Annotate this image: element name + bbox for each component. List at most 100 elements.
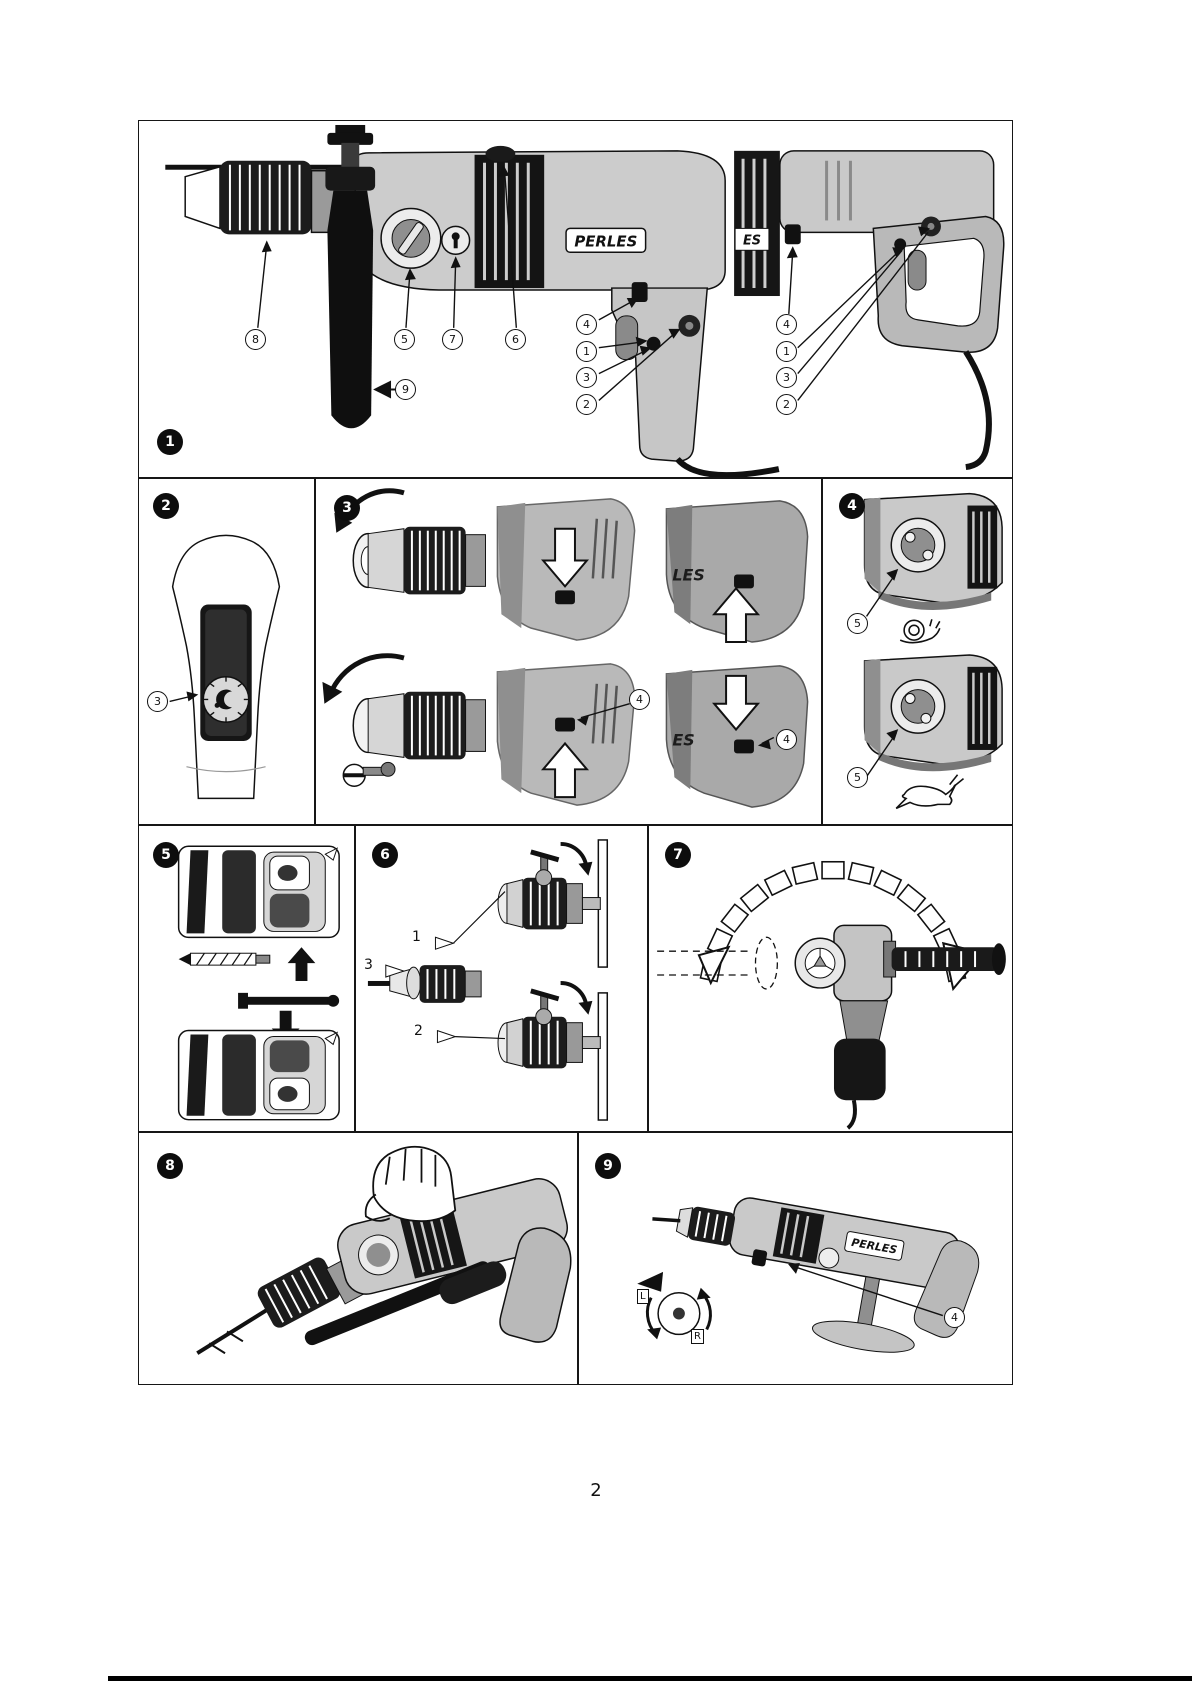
direction-arrow bbox=[637, 1271, 664, 1292]
figure-panel-4: 4 5 5 bbox=[822, 478, 1013, 825]
crescent-mark bbox=[216, 689, 232, 710]
figure-panel-3: LES ES 3 4 4 bbox=[315, 478, 822, 825]
drill-perspective-9: PERLES bbox=[652, 1197, 980, 1353]
callout-4a: 4 bbox=[576, 314, 597, 335]
step-label-1: 1 bbox=[412, 929, 421, 945]
selector-dial bbox=[202, 675, 250, 723]
hand-illustration bbox=[364, 1145, 457, 1223]
panel-8-illustration bbox=[196, 1145, 572, 1355]
callout-3b: 3 bbox=[776, 367, 797, 388]
callout-5a: 5 bbox=[847, 613, 868, 634]
direction-knob bbox=[637, 1271, 712, 1340]
panel-4-badge: 4 bbox=[839, 493, 865, 519]
clamp-view-top bbox=[177, 845, 340, 939]
panel-2-badge: 2 bbox=[153, 493, 179, 519]
step-label-3: 3 bbox=[364, 957, 373, 973]
figure-panel-7: 7 bbox=[648, 825, 1013, 1132]
chuck-key bbox=[342, 761, 396, 787]
drill-side-view-a: PERLES bbox=[165, 124, 780, 477]
direction-label-left: L bbox=[637, 1289, 649, 1304]
panel-3-illustration: LES ES bbox=[322, 488, 809, 808]
rabbit-icon bbox=[895, 774, 965, 810]
callout-4b: 4 bbox=[776, 729, 797, 750]
drill-front-view bbox=[794, 924, 1006, 1130]
chuck-key-bottom bbox=[497, 980, 601, 1069]
drill-fragment-top-right: LES bbox=[665, 500, 809, 644]
panel-6-badge: 6 bbox=[372, 842, 398, 868]
callout-4: 4 bbox=[944, 1307, 965, 1328]
callout-2b: 2 bbox=[776, 394, 797, 415]
leader-lines bbox=[257, 168, 929, 401]
callout-1a: 1 bbox=[576, 341, 597, 362]
drill-head-slow bbox=[863, 492, 1003, 617]
chuck-key-top bbox=[497, 841, 601, 930]
callout-9: 9 bbox=[395, 379, 416, 400]
selector-slider bbox=[631, 282, 648, 302]
depth-stop-icon bbox=[238, 992, 340, 1009]
drill-fragment-top-mid bbox=[496, 498, 636, 641]
drill-side-view-b: ES bbox=[734, 150, 1005, 471]
arrow-up bbox=[287, 947, 316, 981]
clamp-view-bottom bbox=[177, 1029, 340, 1121]
selector-switch-9 bbox=[751, 1249, 768, 1267]
drill-bit-icon bbox=[178, 952, 271, 966]
dashed-ellipse bbox=[754, 936, 778, 990]
step-flags bbox=[385, 891, 506, 1044]
side-handle bbox=[325, 124, 376, 429]
panel-7-badge: 7 bbox=[665, 842, 691, 868]
drill-fragment-bottom-right: ES bbox=[665, 665, 809, 808]
panel-9-illustration: PERLES bbox=[637, 1197, 980, 1353]
callout-5b: 5 bbox=[847, 767, 868, 788]
callout-4b: 4 bbox=[776, 314, 797, 335]
rotation-arc bbox=[699, 860, 967, 983]
step-label-2: 2 bbox=[414, 1023, 423, 1039]
brand-partial-es: ES bbox=[672, 730, 694, 749]
callout-8: 8 bbox=[245, 329, 266, 350]
callout-1b: 1 bbox=[776, 341, 797, 362]
chuck-with-key bbox=[322, 653, 486, 787]
bottom-rule bbox=[108, 1676, 1192, 1681]
power-cord bbox=[675, 457, 780, 477]
drill-fragment-bottom-mid bbox=[496, 663, 636, 806]
leader-arrowheads bbox=[261, 164, 931, 356]
lock-button bbox=[646, 336, 661, 351]
panel-1-illustration: PERLES bbox=[165, 124, 1005, 477]
white-arrow-down-2 bbox=[712, 674, 761, 732]
figure-panel-9: PERLES bbox=[578, 1132, 1013, 1385]
figure-panel-1: PERLES bbox=[138, 120, 1013, 478]
chuck-open bbox=[334, 488, 486, 595]
trigger-b bbox=[907, 249, 927, 291]
panel-3-badge: 3 bbox=[334, 495, 360, 521]
brand-label-partial: ES bbox=[743, 233, 761, 248]
panel-5-badge: 5 bbox=[153, 842, 179, 868]
white-arrow-down bbox=[541, 527, 590, 588]
trigger bbox=[615, 315, 639, 361]
direction-label-right: R bbox=[691, 1329, 704, 1344]
callout-4a: 4 bbox=[629, 689, 650, 710]
arc-arrow-left bbox=[697, 945, 731, 986]
panel-4-illustration bbox=[863, 492, 1003, 810]
callout-3a: 3 bbox=[576, 367, 597, 388]
chuck-with-bit bbox=[367, 965, 482, 1003]
top-button bbox=[485, 145, 516, 162]
figure-panel-2: 2 3 bbox=[138, 478, 315, 825]
callout-5: 5 bbox=[394, 329, 415, 350]
snail-icon bbox=[899, 619, 941, 644]
figure-panel-5: 5 bbox=[138, 825, 355, 1132]
axis-dashed-lines bbox=[657, 950, 749, 976]
power-cord-b bbox=[963, 350, 992, 471]
brand-partial-les: LES bbox=[672, 565, 704, 584]
rod-bottom bbox=[597, 992, 609, 1121]
panel-5-illustration bbox=[177, 845, 340, 1121]
panel-1-badge: 1 bbox=[157, 429, 183, 455]
callout-7: 7 bbox=[442, 329, 463, 350]
panel-2-illustration bbox=[169, 534, 281, 800]
panel-8-badge: 8 bbox=[157, 1153, 183, 1179]
page-number: 2 bbox=[590, 1480, 602, 1501]
callout-6: 6 bbox=[505, 329, 526, 350]
white-arrow-up-2 bbox=[712, 586, 761, 644]
panel-7-illustration bbox=[657, 860, 1006, 1130]
drill-perspective bbox=[196, 1145, 572, 1355]
brand-label: PERLES bbox=[574, 232, 637, 250]
